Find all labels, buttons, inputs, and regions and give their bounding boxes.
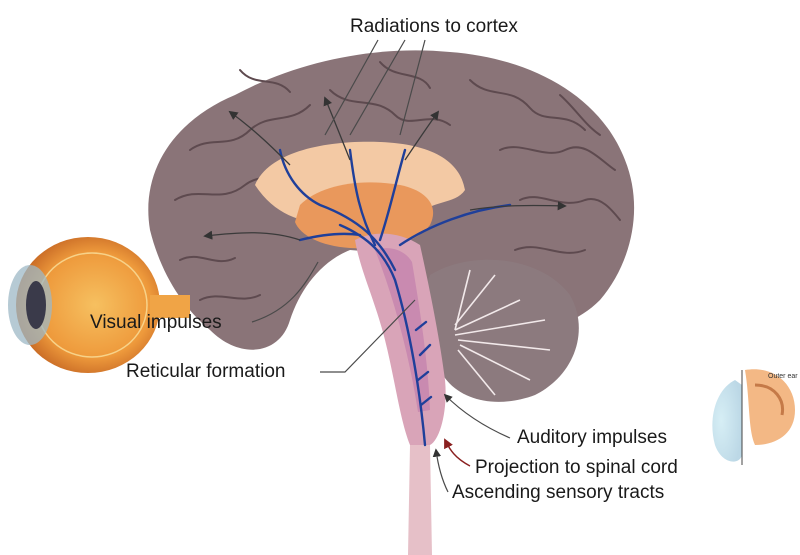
label-auditory-impulses: Auditory impulses (517, 427, 667, 448)
eye-illustration (8, 237, 190, 373)
label-ascending-sensory-tracts: Ascending sensory tracts (452, 482, 664, 503)
label-projection-to-spinal-cord: Projection to spinal cord (475, 457, 678, 478)
ear-illustration: Outer ear (712, 369, 798, 465)
ear-caption: Outer ear (768, 373, 798, 380)
leader-lines (251, 39, 511, 493)
label-radiations-to-cortex: Radiations to cortex (350, 16, 518, 37)
label-reticular-formation: Reticular formation (126, 361, 285, 382)
radiation-arrows (203, 96, 567, 241)
label-visual-impulses: Visual impulses (90, 312, 222, 333)
cerebellum (424, 259, 579, 402)
spinal-cord (408, 445, 432, 555)
